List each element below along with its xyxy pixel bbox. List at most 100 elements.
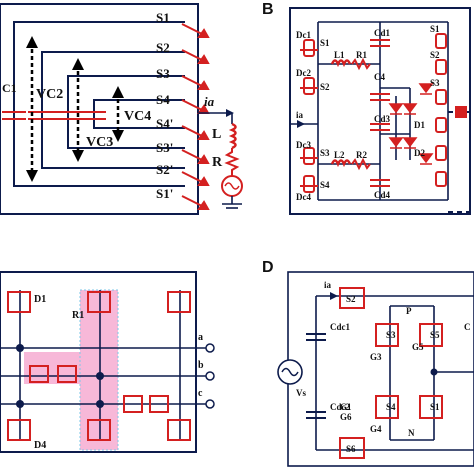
panel-a-vc4-arrow — [112, 86, 124, 142]
panel-a-switch-s3p: S3' — [156, 140, 173, 155]
panel-d-label-s6: S6 — [346, 444, 356, 454]
panel-b-label-r1: R1 — [356, 50, 367, 60]
panel-a-converter-box — [0, 3, 199, 215]
panel-b-switches-left — [300, 39, 318, 193]
panel-a-switch-s1: S1 — [156, 10, 170, 25]
panel-c-igbts — [7, 291, 191, 441]
panel-c-wiring — [0, 290, 208, 440]
panel-a-switch-s4: S4 — [156, 92, 170, 107]
panel-b-label-cd4: Cd4 — [374, 190, 391, 200]
panel-b-label-s3: S3 — [320, 148, 330, 158]
panel-b-label-l2: L2 — [334, 150, 345, 160]
panel-a-resistor-label: R — [212, 155, 223, 170]
panel-d-label-s5: S5 — [430, 330, 440, 340]
panel-a-switch-s4p: S4' — [156, 116, 173, 131]
panel-a-switch-labels: S1 S2 S3 S4 S4' S3' S2' S1' — [156, 10, 173, 201]
panel-b-label-dc2: Dc2 — [296, 68, 311, 78]
panel-c-label-a: a — [198, 332, 203, 343]
panel-a-bus-2 — [41, 51, 185, 169]
panel-d-label-g5: G5 — [412, 342, 424, 352]
panel-b-label-dc4: Dc4 — [296, 192, 311, 202]
panel-d-label-g1: G1 — [340, 402, 352, 412]
terminal-b — [205, 371, 215, 381]
panel-b-label-cd1: Cd1 — [374, 28, 391, 38]
panel-b-diodes — [388, 83, 434, 165]
panel-a-inductor-label: L — [212, 127, 221, 142]
panel-b-label-s1-right: S1 — [430, 24, 440, 34]
panel-a-bus-4 — [93, 99, 185, 129]
panel-a-bus-outer — [13, 21, 185, 187]
panel-b-label-d1: D1 — [414, 120, 425, 130]
panel-c-frame — [0, 271, 197, 453]
panel-c-label-r1: R1 — [72, 310, 84, 321]
panel-c: D1 R1 D4 a b c — [0, 271, 215, 453]
panel-b-r2-resistor — [351, 157, 371, 171]
panel-d-label-vs: Vs — [296, 388, 306, 398]
panel-b-label-l1: L1 — [334, 50, 345, 60]
panel-a-capacitor-c3 — [56, 111, 82, 120]
panel-b-label-r2: R2 — [356, 150, 367, 160]
panel-b-label-s2-right: S2 — [430, 50, 440, 60]
panel-a-vc3-arrow — [72, 58, 84, 162]
panel-d-label-p: P — [406, 306, 412, 316]
panel-c-terminals — [205, 343, 215, 409]
panel-d-igbts — [339, 287, 443, 459]
panel-a-vc4-label: VC4 — [124, 109, 151, 124]
panel-a-capacitor-c4 — [82, 111, 106, 120]
panel-a-load: ia L R — [198, 94, 243, 209]
panel-a-vc2-label: VC2 — [36, 87, 63, 102]
panel-a-switch-s3: S3 — [156, 66, 170, 81]
terminal-a — [205, 343, 215, 353]
panel-c-highlight-vertical — [79, 289, 119, 451]
panel-a-c1-label: C1 — [2, 81, 17, 95]
panel-d: D ia S2 — [262, 259, 474, 467]
panel-d-label-g6: G6 — [340, 412, 352, 422]
panel-b: B — [262, 1, 474, 215]
panel-b-label-s3-right: S3 — [430, 78, 440, 88]
panel-b-label-cd3: Cd3 — [374, 114, 391, 124]
panel-a-switch-s1p: S1' — [156, 186, 173, 201]
panel-a-inductor — [228, 122, 237, 150]
panel-d-capacitors — [306, 333, 326, 419]
panel-d-current-arrow — [330, 292, 338, 300]
panel-a-vc2-arrow — [26, 36, 38, 182]
panel-d-midpoint-node — [430, 368, 438, 376]
panel-b-label-s1: S1 — [320, 38, 330, 48]
panel-d-label-s3: S3 — [386, 330, 396, 340]
panel-b-r1-resistor — [351, 57, 371, 71]
panel-d-label-n: N — [408, 428, 415, 438]
panel-a-switch-s2p: S2' — [156, 162, 173, 177]
panel-b-label-dc3: Dc3 — [296, 140, 311, 150]
panel-b-switches-right — [435, 33, 447, 187]
panel-b-output-terminal — [455, 106, 467, 118]
panel-b-label-dc1: Dc1 — [296, 30, 311, 40]
panel-a-switch-s2: S2 — [156, 40, 170, 55]
panel-a-gate-arrows — [181, 23, 210, 210]
panel-d-letter: D — [262, 259, 274, 276]
panel-d-label-g3: G3 — [370, 352, 382, 362]
panel-d-label-s2: S2 — [346, 294, 356, 304]
panel-b-label-s2: S2 — [320, 82, 330, 92]
panel-b-current-arrow — [297, 120, 305, 128]
panel-b-letter: B — [262, 1, 274, 18]
panel-a-resistor — [224, 148, 240, 176]
panel-b-l2-inductor — [330, 159, 352, 168]
panel-d-label-cdc2: Cdc2 — [330, 402, 350, 412]
panel-d-label-s1: S1 — [430, 402, 440, 412]
panel-b-label-s4: S4 — [320, 180, 330, 190]
panel-c-nodes — [16, 344, 104, 408]
panel-b-label-c4: C4 — [374, 72, 385, 82]
panel-c-label-b: b — [198, 360, 204, 371]
panel-c-label-d4: D4 — [34, 440, 46, 451]
panel-a-vc3-label: VC3 — [86, 135, 113, 150]
panel-b-capacitors — [370, 39, 390, 187]
panel-c-label-c: c — [198, 388, 203, 399]
panel-d-label-ia: ia — [324, 280, 332, 290]
terminal-c — [205, 399, 215, 409]
panel-a-current-label: ia — [204, 94, 215, 109]
panel-d-label-c: C — [464, 322, 471, 332]
panel-b-l1-inductor — [330, 59, 352, 68]
panel-b-label-d2: D2 — [414, 148, 425, 158]
panel-a-capacitor-c1 — [2, 111, 26, 120]
